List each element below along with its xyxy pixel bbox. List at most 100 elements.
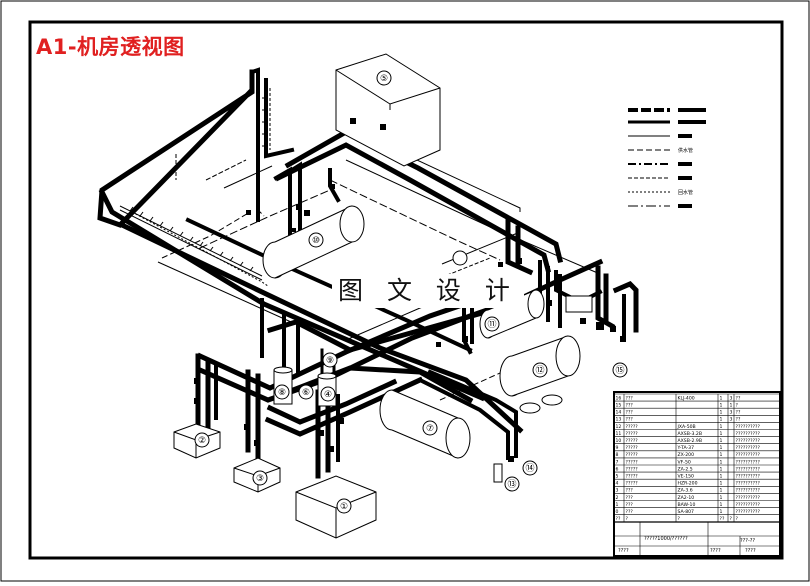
checker: ???? — [618, 548, 629, 554]
parts-header-unit: ? — [730, 516, 733, 522]
parts-cell-qty: 1 — [720, 509, 723, 515]
callout-1 — [336, 498, 352, 514]
parts-header-qty: ?? — [720, 516, 725, 522]
parts-cell-name: ??? — [626, 488, 634, 494]
legend-label-return: 回水管 — [678, 189, 693, 196]
parts-cell-unit: 3 — [730, 417, 733, 423]
parts-cell-model: VE-150 — [678, 474, 695, 480]
parts-cell-no: 4 — [616, 481, 619, 487]
parts-cell-note: ?????????? — [736, 502, 761, 508]
callout-11 — [484, 316, 500, 332]
parts-cell-no: 11 — [616, 431, 622, 437]
parts-cell-model: AXSB-2.9B — [678, 438, 702, 444]
callout-text-2: ② — [198, 436, 206, 446]
parts-cell-name: ????? — [626, 424, 639, 430]
parts-cell-qty: 1 — [720, 424, 723, 430]
parts-header-no: ?? — [616, 516, 621, 522]
parts-cell-model: HZR-200 — [678, 481, 698, 487]
parts-cell-note: ?????????? — [736, 481, 761, 487]
date: ???? — [745, 548, 756, 554]
callout-text-15: ⑮ — [615, 365, 624, 376]
parts-cell-name: ????? — [626, 438, 639, 444]
parts-cell-model: SA-807 — [678, 509, 695, 515]
valves — [194, 118, 626, 462]
equipment-box-1 — [295, 475, 377, 539]
callout-text-5: ⑤ — [380, 74, 388, 84]
parts-cell-no: 2 — [616, 495, 619, 501]
parts-cell-no: 5 — [616, 474, 619, 480]
parts-cell-qty: 1 — [720, 488, 723, 494]
pipe-network — [97, 67, 639, 479]
parts-cell-qty: 1 — [720, 481, 723, 487]
parts-cell-name: ????? — [626, 474, 639, 480]
parts-cell-no: 3 — [616, 488, 619, 494]
parts-cell-qty: 1 — [720, 495, 723, 501]
watermark-text: 图 文 设 计 — [332, 274, 524, 308]
parts-cell-no: 14 — [616, 410, 622, 416]
parts-cell-qty: 1 — [720, 502, 723, 508]
parts-cell-no: 16 — [616, 395, 622, 401]
parts-cell-model: KLJ-400 — [678, 395, 695, 401]
parts-cell-qty: 1 — [720, 395, 723, 401]
parts-cell-note: ?????????? — [736, 509, 761, 515]
callout-13 — [504, 476, 520, 492]
parts-cell-no: 12 — [616, 424, 622, 430]
parts-cell-model: Y-TA-37 — [677, 445, 695, 451]
callout-text-3: ③ — [256, 474, 264, 484]
parts-cell-no: 7 — [616, 459, 619, 465]
callout-14 — [522, 460, 538, 476]
equipment-callouts — [194, 70, 628, 514]
parts-header-name: ? — [626, 516, 629, 522]
parts-cell-qty: 1 — [720, 466, 723, 472]
callout-text-14: ⑭ — [525, 463, 534, 474]
parts-cell-note: ? — [736, 403, 739, 409]
callout-16 — [452, 250, 468, 266]
parts-cell-name: ??? — [626, 403, 634, 409]
callout-text-11: ⑪ — [487, 319, 496, 330]
parts-cell-qty: 1 — [720, 438, 723, 444]
callout-7 — [422, 420, 438, 436]
callout-9 — [322, 352, 338, 368]
parts-cell-name: ????? — [626, 466, 639, 472]
callout-15 — [612, 362, 628, 378]
drawing-title: A1-机房透视图 — [36, 35, 185, 59]
parts-cell-no: 8 — [616, 452, 619, 458]
parts-cell-qty: 1 — [720, 452, 723, 458]
parts-cell-model: BAW-10 — [678, 502, 696, 508]
parts-cell-name: ??? — [626, 410, 634, 416]
parts-cell-qty: 1 — [720, 459, 723, 465]
callout-4 — [320, 386, 336, 402]
water-tank-5 — [335, 53, 441, 167]
parts-cell-note: ?????????? — [736, 424, 761, 430]
parts-cell-model: ZA2-10 — [678, 495, 695, 501]
callout-text-12: ⑫ — [535, 365, 544, 376]
parts-cell-unit: 3 — [730, 395, 733, 401]
callout-text-8: ⑧ — [278, 388, 286, 398]
drawing-number: ?????1000/?????? — [644, 536, 688, 542]
parts-cell-note: ?????????? — [736, 459, 761, 465]
parts-cell-note: ?????????? — [736, 466, 761, 472]
parts-cell-model: JXA-50B — [677, 424, 696, 430]
parts-cell-note: ?????????? — [736, 452, 761, 458]
parts-cell-note: ?????????? — [736, 474, 761, 480]
parts-cell-note: ?????????? — [736, 445, 761, 451]
parts-cell-qty: 1 — [720, 474, 723, 480]
sheet-number: ???-?? — [740, 538, 755, 544]
parts-cell-name: ??? — [626, 502, 634, 508]
parts-cell-unit: 3 — [730, 410, 733, 416]
parts-cell-model: ZA-2.5 — [678, 466, 693, 472]
parts-cell-model: ZX-200 — [678, 452, 695, 458]
callout-text-13: ⑬ — [507, 479, 516, 490]
parts-cell-note: ?? — [736, 395, 741, 401]
hatched-pipe — [119, 97, 266, 281]
callout-text-4: ④ — [324, 390, 332, 400]
parts-cell-qty: 1 — [720, 410, 723, 416]
line-legend — [628, 108, 706, 208]
parts-cell-note: ?????????? — [736, 438, 761, 444]
callout-text-6: ⑥ — [302, 388, 310, 398]
parts-cell-no: 10 — [616, 438, 622, 444]
callout-12 — [532, 362, 548, 378]
parts-cell-no: 9 — [616, 445, 619, 451]
